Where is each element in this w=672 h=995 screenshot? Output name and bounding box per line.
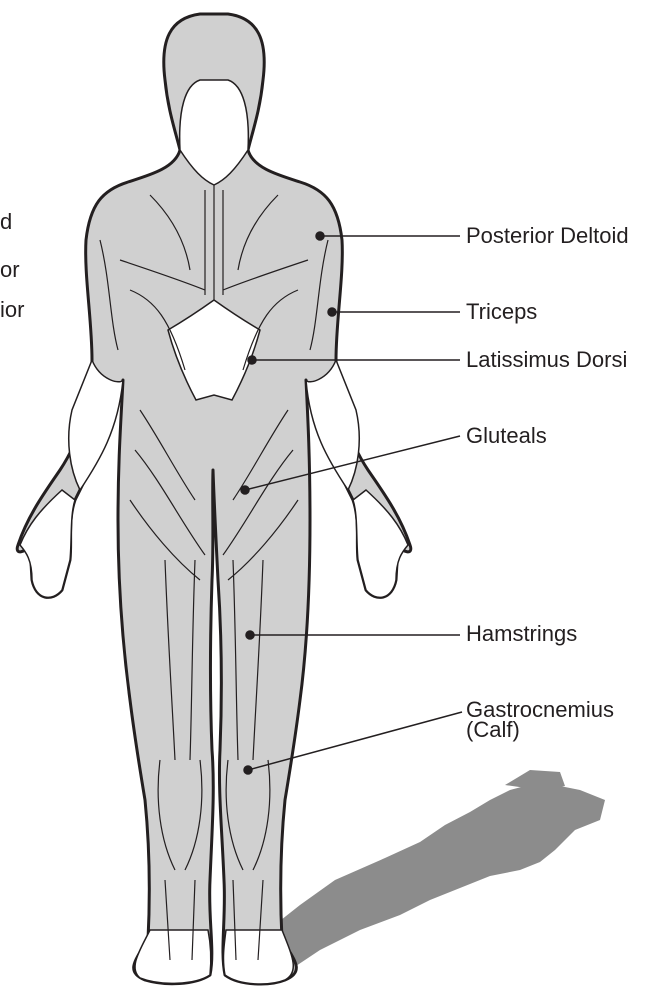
label-posterior-deltoid: Posterior Deltoid [466, 224, 629, 248]
label-hamstrings: Hamstrings [466, 622, 577, 646]
label-triceps: Triceps [466, 300, 537, 324]
right-hand [353, 490, 408, 597]
left-hand [20, 490, 75, 597]
cropped-label-1: d [0, 210, 12, 234]
cropped-label-2: or [0, 258, 20, 282]
cropped-label-3: ior [0, 298, 24, 322]
label-latissimus-dorsi: Latissimus Dorsi [466, 348, 627, 372]
label-gluteals: Gluteals [466, 424, 547, 448]
left-foot [135, 930, 211, 983]
label-calf: (Calf) [466, 718, 520, 742]
shadow-arm-tip [505, 770, 565, 790]
body-shadow [255, 782, 605, 985]
